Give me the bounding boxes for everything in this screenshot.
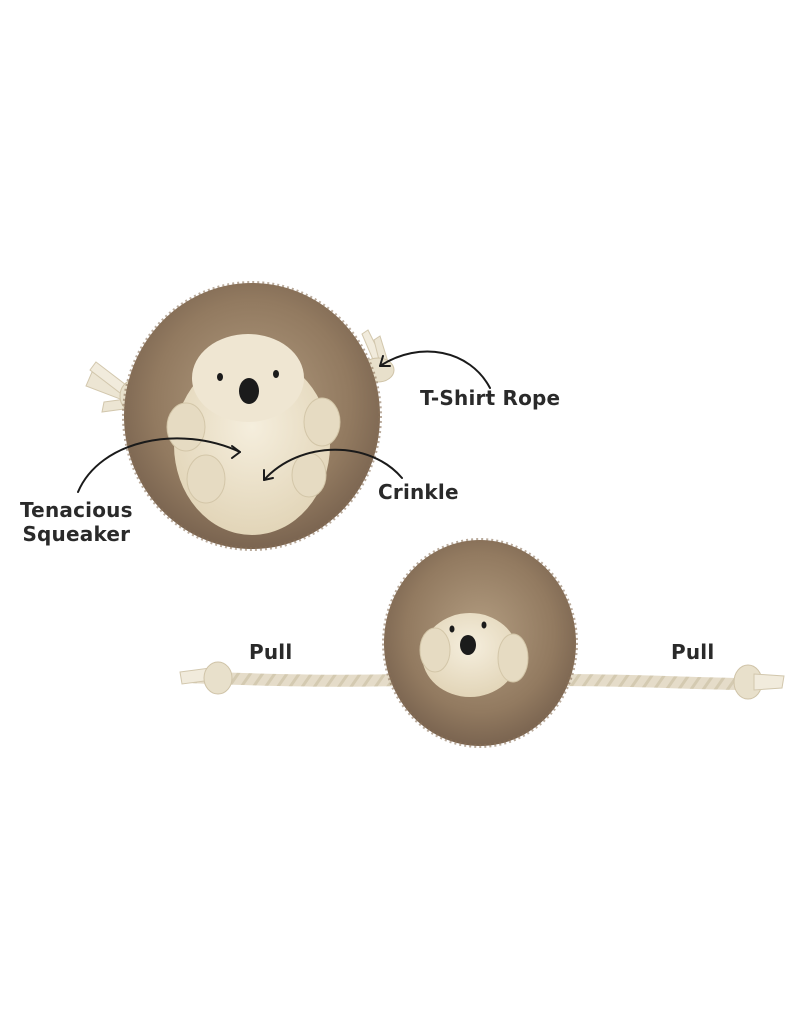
hedgehog-toy-pull-view xyxy=(179,538,785,748)
callout-arrows xyxy=(77,350,491,493)
callout-label-crinkle: Crinkle xyxy=(378,480,459,504)
callout-label-t-shirt-rope: T-Shirt Rope xyxy=(420,386,561,410)
arrow-icon xyxy=(77,437,241,493)
pull-label-left: Pull xyxy=(249,640,293,664)
arrow-icon xyxy=(263,448,403,481)
pull-label-right: Pull xyxy=(671,640,715,664)
callout-label-tenacious-squeaker: Tenacious Squeaker xyxy=(20,498,133,546)
hedgehog-toy-front-view xyxy=(85,281,395,551)
rope-knot-left xyxy=(179,661,233,695)
arrow-icon xyxy=(379,350,491,389)
rope-knot-right xyxy=(733,664,785,700)
